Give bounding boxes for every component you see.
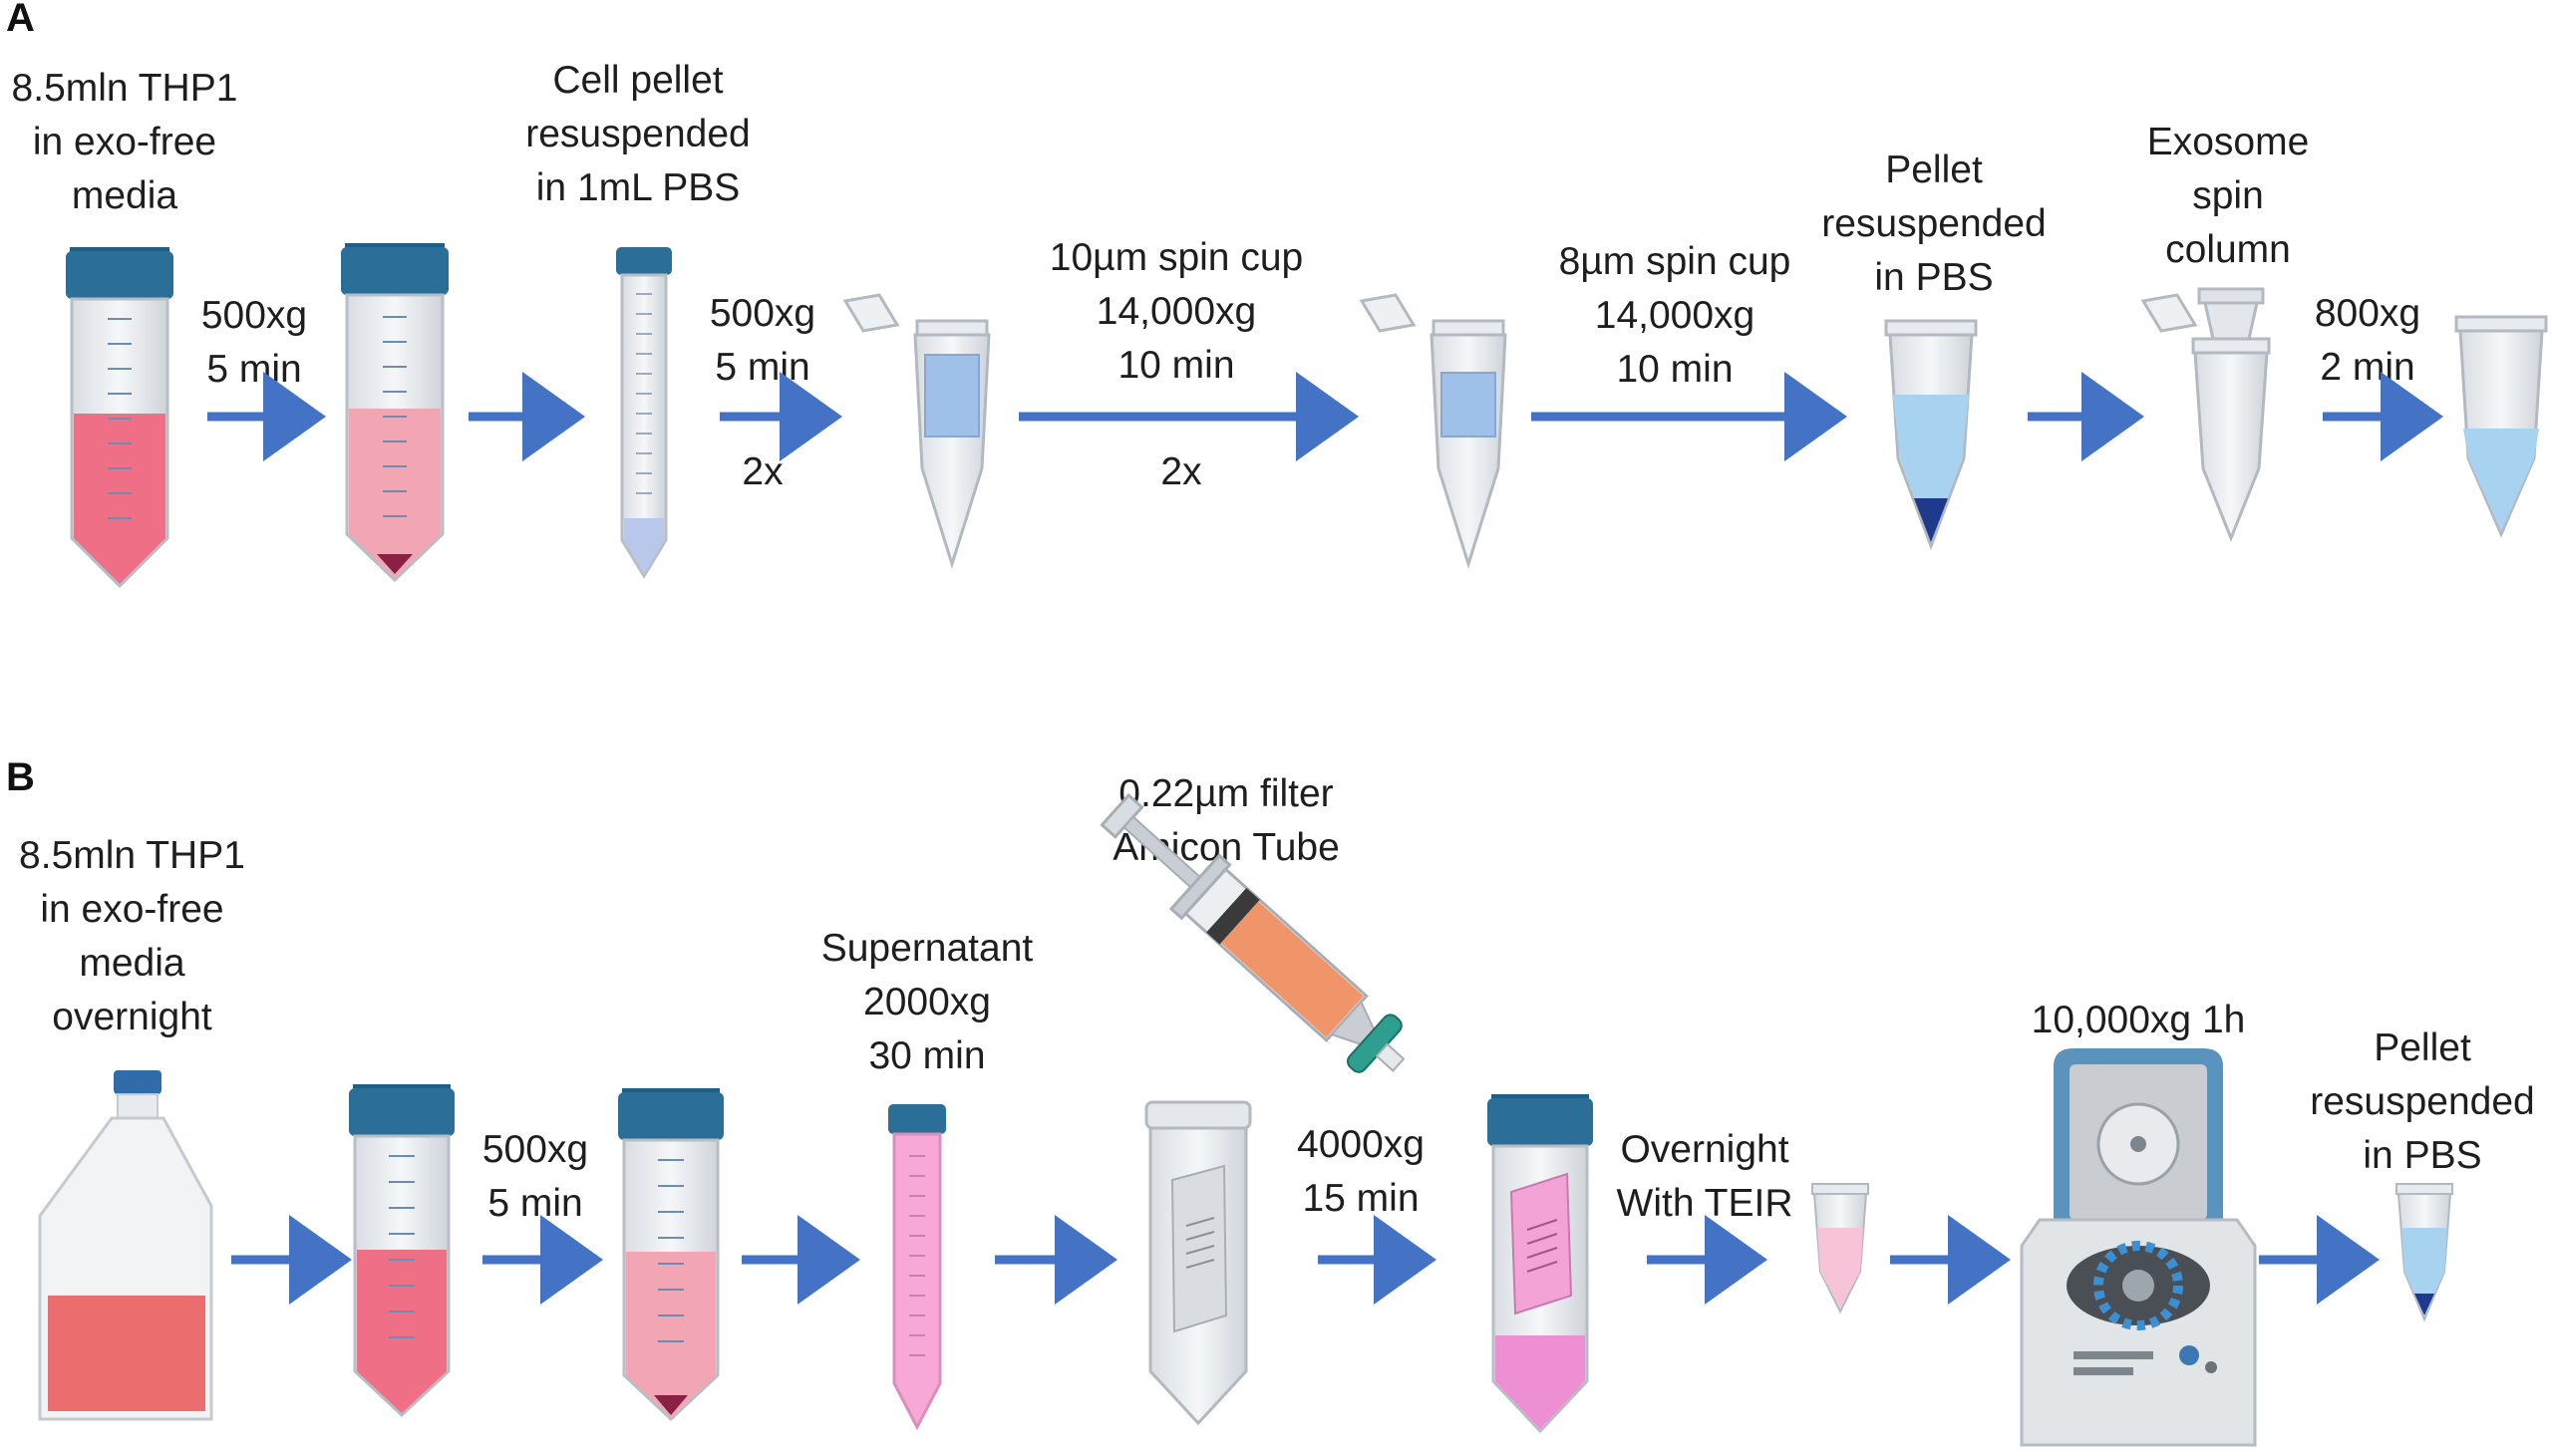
a-step2-repeat: 2x: [742, 450, 784, 493]
a-column-label: Exosome spin column: [2146, 121, 2310, 271]
a-step3-label: 10µm spin cup 14,000xg 10 min: [1049, 236, 1304, 387]
a-step3-repeat: 2x: [1160, 450, 1202, 493]
b-final-eppendorf: [2395, 1183, 2453, 1322]
b-centrifuge: [2020, 1048, 2257, 1447]
a-step5-label: 800xg 2 min: [2314, 292, 2421, 389]
b-15ml-supernatant-tube: [888, 1104, 946, 1431]
b-eppendorf-pink: [1811, 1183, 1869, 1314]
b-start-label: 8.5mln THP1 in exo-free media overnight: [19, 834, 245, 1038]
a-spin-cup-tube-1: [842, 293, 991, 570]
b-falcon-tube-media: [349, 1084, 455, 1418]
panel-letter-a: A: [6, 0, 35, 40]
a-step1-label: 500xg 5 min: [200, 294, 308, 391]
b-final-label: Pellet resuspended in PBS: [2310, 1026, 2535, 1177]
a-eppendorf-pellet: [1884, 319, 1978, 551]
panel-letter-b: B: [6, 755, 35, 799]
a-falcon-tube-media: [66, 247, 173, 589]
a-falcon-tube-pellet: [341, 243, 449, 583]
b-syringe-filter: [1100, 792, 1406, 1073]
b-falcon-amicon-pink: [1487, 1094, 1593, 1434]
a-start-label: 8.5mln THP1 in exo-free media: [11, 67, 238, 217]
a-pellet-label: Cell pellet resuspended in 1mL PBS: [525, 59, 751, 209]
a-step4-label: 8µm spin cup 14,000xg 10 min: [1558, 240, 1791, 391]
a-15ml-tube: [616, 247, 672, 579]
b-step2-label: 4000xg 15 min: [1297, 1123, 1425, 1220]
a-spin-cup-tube-2: [1359, 293, 1507, 570]
b-supernatant-label: Supernatant 2000xg 30 min: [820, 927, 1034, 1077]
a-exosome-spin-column: [2140, 287, 2271, 543]
a-pellet2-label: Pellet resuspended in PBS: [1821, 148, 2047, 299]
b-amicon-tube: [1144, 1100, 1252, 1426]
b-filter-label: 0.22µm filter Amicon Tube: [1113, 772, 1340, 869]
b-centrifuge-label: 10,000xg 1h: [2031, 999, 2246, 1041]
a-step2-label: 500xg 5 min: [709, 292, 816, 389]
b-culture-flask: [38, 1070, 213, 1421]
b-overnight-label: Overnight With TEIR: [1616, 1128, 1793, 1225]
b-falcon-tube-pellet: [618, 1088, 724, 1422]
a-final-eppendorf: [2454, 315, 2548, 538]
